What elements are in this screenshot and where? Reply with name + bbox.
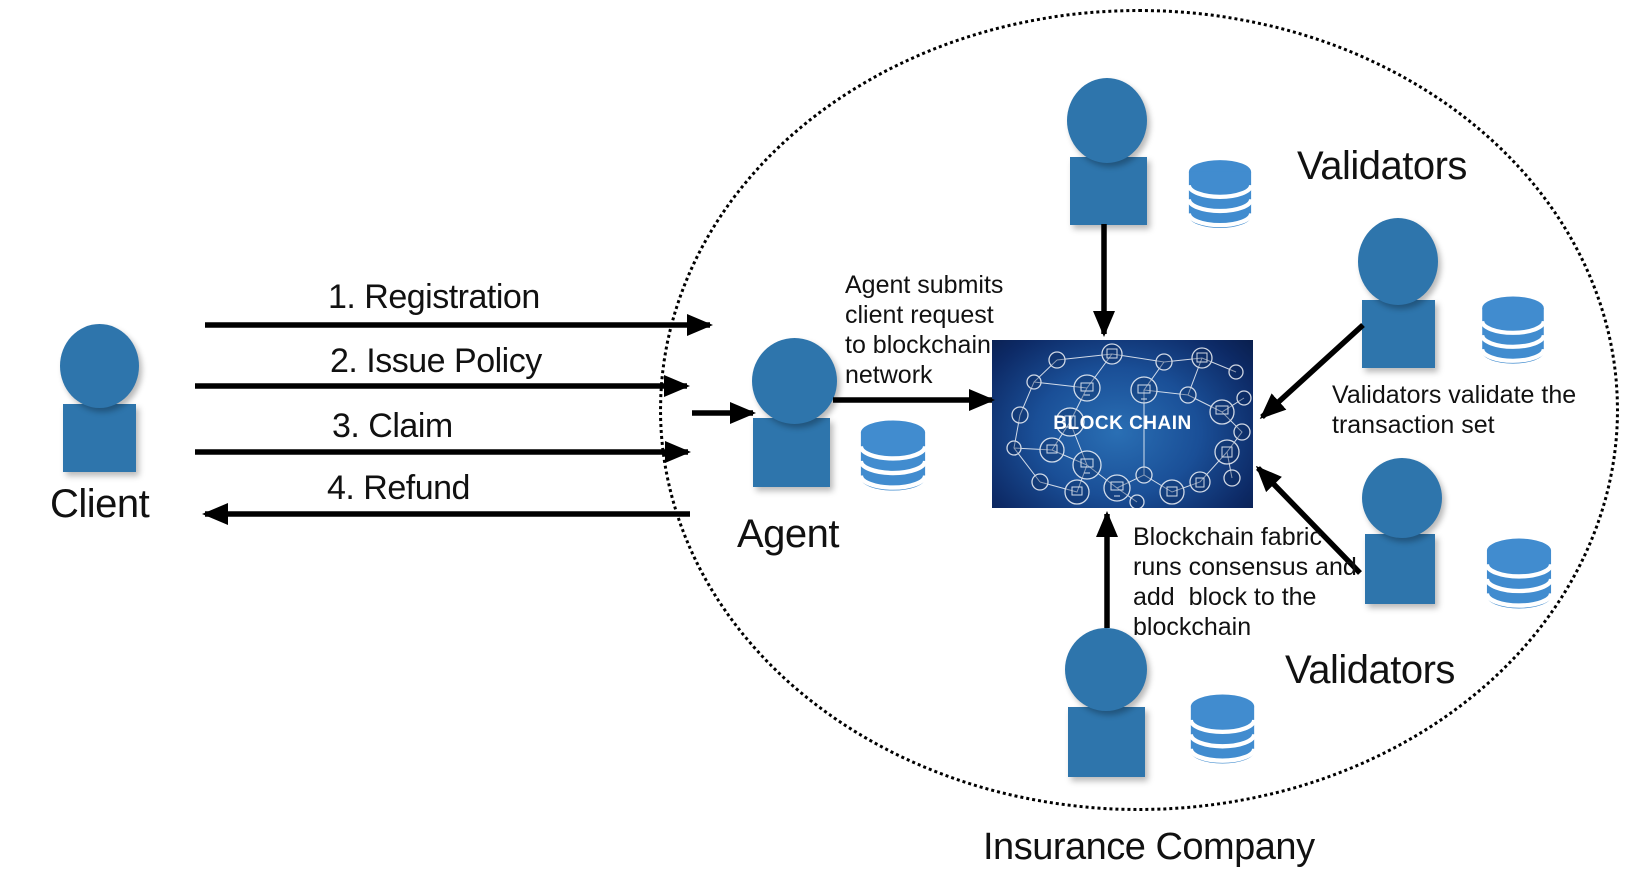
agent-annotation-line: network bbox=[845, 361, 933, 389]
blockchain-network-icon bbox=[1006, 343, 1252, 508]
validator-bottom-database-icon bbox=[1188, 694, 1257, 764]
validator-lower-right-person-body bbox=[1365, 534, 1435, 604]
validator-upper-right-database-icon bbox=[1480, 296, 1546, 364]
flow-label-issue-policy: 2. Issue Policy bbox=[330, 342, 542, 380]
flow-label-registration: 1. Registration bbox=[328, 278, 540, 316]
client-label: Client bbox=[50, 482, 150, 526]
agent-database-icon bbox=[858, 420, 928, 491]
insurance-company-boundary-ellipse bbox=[659, 9, 1619, 811]
validator-top-person-body bbox=[1070, 157, 1147, 225]
consensus-annotation-line: blockchain bbox=[1133, 613, 1252, 641]
consensus-annotation: Blockchain fabric runs consensus and add… bbox=[1133, 522, 1357, 642]
validator-bottom-person-body bbox=[1068, 707, 1145, 777]
agent-annotation: Agent submits client request to blockcha… bbox=[845, 270, 1003, 390]
validators-top-label: Validators bbox=[1297, 144, 1467, 188]
validator-upper-right-person-body bbox=[1362, 300, 1435, 368]
blockchain-network-image: BLOCK CHAIN bbox=[992, 340, 1253, 508]
upper-right-validator-to-blockchain-arrow bbox=[1259, 322, 1365, 420]
insurance-company-label: Insurance Company bbox=[983, 826, 1315, 868]
validate-annotation-line: transaction set bbox=[1332, 411, 1495, 439]
lower-right-validator-to-blockchain-arrow bbox=[1255, 465, 1362, 575]
agent-person-icon bbox=[752, 338, 837, 424]
consensus-annotation-line: runs consensus and bbox=[1133, 553, 1357, 581]
agent-label: Agent bbox=[737, 512, 840, 556]
validator-top-person-icon bbox=[1067, 78, 1147, 163]
validate-annotation-line: Validators validate the bbox=[1332, 381, 1577, 409]
validator-upper-right-person-icon bbox=[1358, 218, 1438, 305]
validators-bottom-label: Validators bbox=[1285, 648, 1455, 692]
validators-validate-annotation: Validators validate the transaction set bbox=[1332, 380, 1576, 440]
validator-bottom-person-icon bbox=[1065, 628, 1147, 711]
blockchain-label: BLOCK CHAIN bbox=[1053, 413, 1192, 434]
client-person-icon bbox=[60, 324, 139, 408]
flow-label-refund: 4. Refund bbox=[327, 469, 470, 507]
agent-annotation-line: to blockchain bbox=[845, 331, 991, 359]
consensus-annotation-line: Blockchain fabric bbox=[1133, 523, 1322, 551]
validator-lower-right-database-icon bbox=[1485, 538, 1553, 609]
agent-annotation-line: Agent submits bbox=[845, 271, 1004, 299]
agent-annotation-line: client request bbox=[845, 301, 994, 329]
validator-lower-right-person-icon bbox=[1362, 458, 1442, 538]
validator-top-database-icon bbox=[1187, 160, 1253, 228]
client-person-body bbox=[63, 404, 136, 472]
flow-label-claim: 3. Claim bbox=[332, 407, 453, 445]
agent-person-body bbox=[753, 418, 830, 487]
consensus-annotation-line: add block to the bbox=[1133, 583, 1317, 611]
